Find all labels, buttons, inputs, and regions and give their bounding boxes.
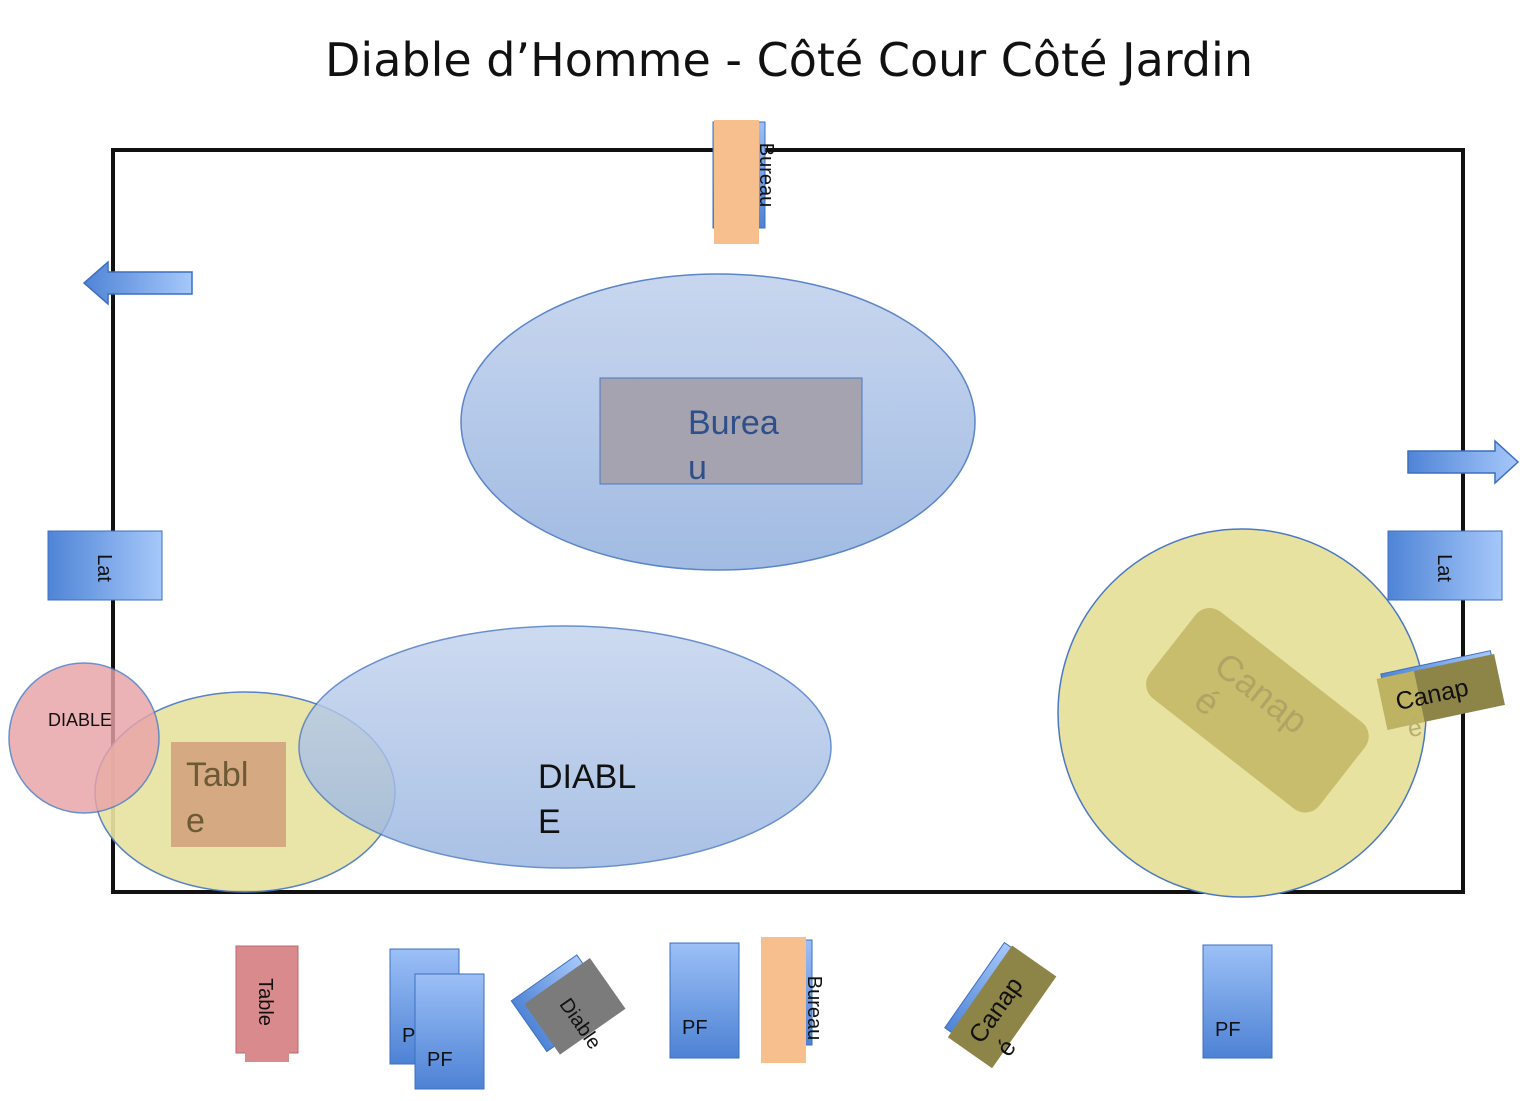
table-stage-label-line1: Tabl [186,756,248,794]
diable-left-label: DIABLE [48,710,112,730]
bottom-pf2-label: PF [427,1049,453,1071]
bureau-center-label-line2: u [688,449,707,487]
bottom-bureau-piece: Bureau [761,937,825,1063]
diable-center-label-line1: DIABL [538,758,636,796]
bottom-pf2-piece: PF [414,973,485,1090]
bureau-top-label: Bureau [755,143,777,208]
diable-left-zone [8,662,160,814]
bureau-top-piece: Bureau [712,120,777,244]
canape-right-piece: Canap é [1376,650,1505,743]
table-stage-piece [171,742,286,847]
bottom-pf4-piece: PF [1202,944,1273,1059]
diable-center-label-line2: E [538,803,561,841]
bottom-table-piece: Table [235,945,299,1062]
page-title: Diable d’Homme - Côté Cour Côté Jardin [325,33,1253,87]
bottom-bureau-label: Bureau [803,976,825,1041]
bottom-diable-piece: Diable [510,954,626,1055]
bottom-pf4-label: PF [1215,1019,1241,1041]
table-stage-label-line2: e [186,802,205,840]
canape-right-label-line2: é [1405,713,1424,743]
bureau-center-piece [599,377,863,485]
bottom-table-label: Table [254,978,276,1026]
lat-left-label: Lat [93,554,115,582]
bottom-pf3-label: PF [682,1017,708,1039]
lat-left-light: Lat [47,530,163,601]
bottom-canape-piece: Canap é [944,941,1057,1069]
stage-boundary [111,148,1465,894]
exit-right-arrow-icon [1407,439,1520,485]
exit-left-arrow-icon [82,260,193,306]
lat-right-light: Lat [1387,530,1503,601]
canape-center-piece [1146,608,1369,813]
diable-zone [298,625,832,869]
lat-right-label: Lat [1433,554,1455,582]
bureau-center-label-line1: Burea [688,404,779,442]
bottom-pf3-piece: PF [669,942,740,1059]
